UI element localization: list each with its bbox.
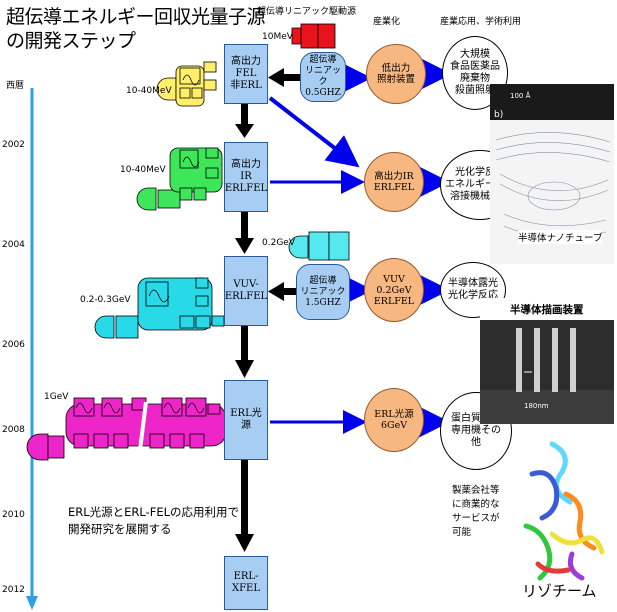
- nanotube-scale: 100 Å: [510, 92, 531, 100]
- company-note: 製薬会社等 に商業的な サービスが 可能: [452, 485, 500, 538]
- year-label: 2008: [2, 425, 25, 435]
- source-10mev-schematic: [291, 23, 336, 49]
- year-label: 2006: [2, 340, 25, 350]
- energy-label-row1: 10-40MeV: [126, 86, 172, 96]
- machine-yellow-schematic: [156, 61, 217, 107]
- year-axis-arrow: [26, 88, 38, 610]
- year-label: 2010: [2, 510, 25, 520]
- linac-box-row3: 超伝導 リニアック 1.5GHZ: [296, 264, 350, 320]
- lithography-photo: 半導体描画装置 180nm: [480, 298, 614, 424]
- product-arrow: [268, 62, 373, 434]
- bottom-caption: ERL光源とERL-FELの応用利用で 開発研究を展開する: [68, 505, 240, 536]
- linac-box-row1: 超伝導 リニアック 0.5GHZ: [300, 52, 346, 102]
- development-arrow: [235, 104, 254, 552]
- source-02gev-label: 0.2GeV: [262, 238, 295, 248]
- application-arrow: [418, 58, 452, 438]
- lithography-scale: 180nm: [524, 402, 549, 410]
- product-circle-row4: ERL光源 6GeV: [364, 388, 424, 452]
- machine-magenta-schematic: [26, 397, 227, 461]
- year-label: 2012: [2, 585, 25, 595]
- energy-label-row3: 0.2-0.3GeV: [80, 295, 131, 305]
- stage-box-row5: ERL- XFEL: [224, 556, 268, 610]
- year-label: 2002: [2, 140, 25, 150]
- energy-label-row2: 10-40MeV: [120, 165, 166, 175]
- lithography-illustration: [480, 298, 614, 424]
- lysozyme-photo: リゾチーム: [512, 434, 614, 610]
- page-title-line2: の開発ステップ: [6, 30, 136, 52]
- page-title-line1: 超伝導エネルギー回収光量子源: [6, 6, 266, 28]
- machine-green-schematic: [136, 147, 223, 211]
- lysozyme-label: リゾチーム: [522, 582, 597, 600]
- lithography-label: 半導体描画装置: [510, 304, 584, 316]
- linac-to-stage-arrow: [268, 68, 300, 301]
- nanotube-photo: 100 Å b) 半導体ナノチューブ: [490, 84, 614, 264]
- axis-title: 西暦: [6, 81, 25, 91]
- stage-box-row1: 高出力FEL 非ERL: [224, 44, 268, 104]
- source-10mev-label: 10MeV: [262, 32, 293, 42]
- header-application: 産業応用、学術利用: [440, 17, 522, 27]
- stage-box-row4: ERL光 源: [224, 380, 268, 460]
- source-02gev-schematic: [288, 231, 350, 261]
- stage-box-row3: VUV- ERLFEL: [224, 256, 268, 326]
- product-circle-row1: 低出力 照射装置: [366, 44, 426, 104]
- header-industry: 産業化: [373, 17, 401, 27]
- year-label: 2004: [2, 240, 25, 250]
- nanotube-label: 半導体ナノチューブ: [518, 230, 603, 244]
- product-circle-row3: VUV 0.2GeV ERLFEL: [364, 258, 424, 322]
- energy-label-row4: 1GeV: [44, 392, 69, 402]
- product-circle-row2: 高出力IR ERLFEL: [364, 152, 424, 212]
- lysozyme-illustration: [523, 441, 605, 581]
- application-bubble-row1: 大規模 食品医薬品 廃棄物 殺菌照射: [442, 36, 508, 110]
- stage-box-row2: 高出力 IR ERLFEL: [224, 142, 268, 212]
- header-driver: 超伝導リニアック駆動源: [257, 7, 357, 17]
- machine-cyan-schematic: [94, 277, 225, 339]
- nanotube-panel-label: b): [494, 110, 504, 120]
- application-bubble-row4: 蛋白質解析 専用機その 他: [440, 392, 512, 470]
